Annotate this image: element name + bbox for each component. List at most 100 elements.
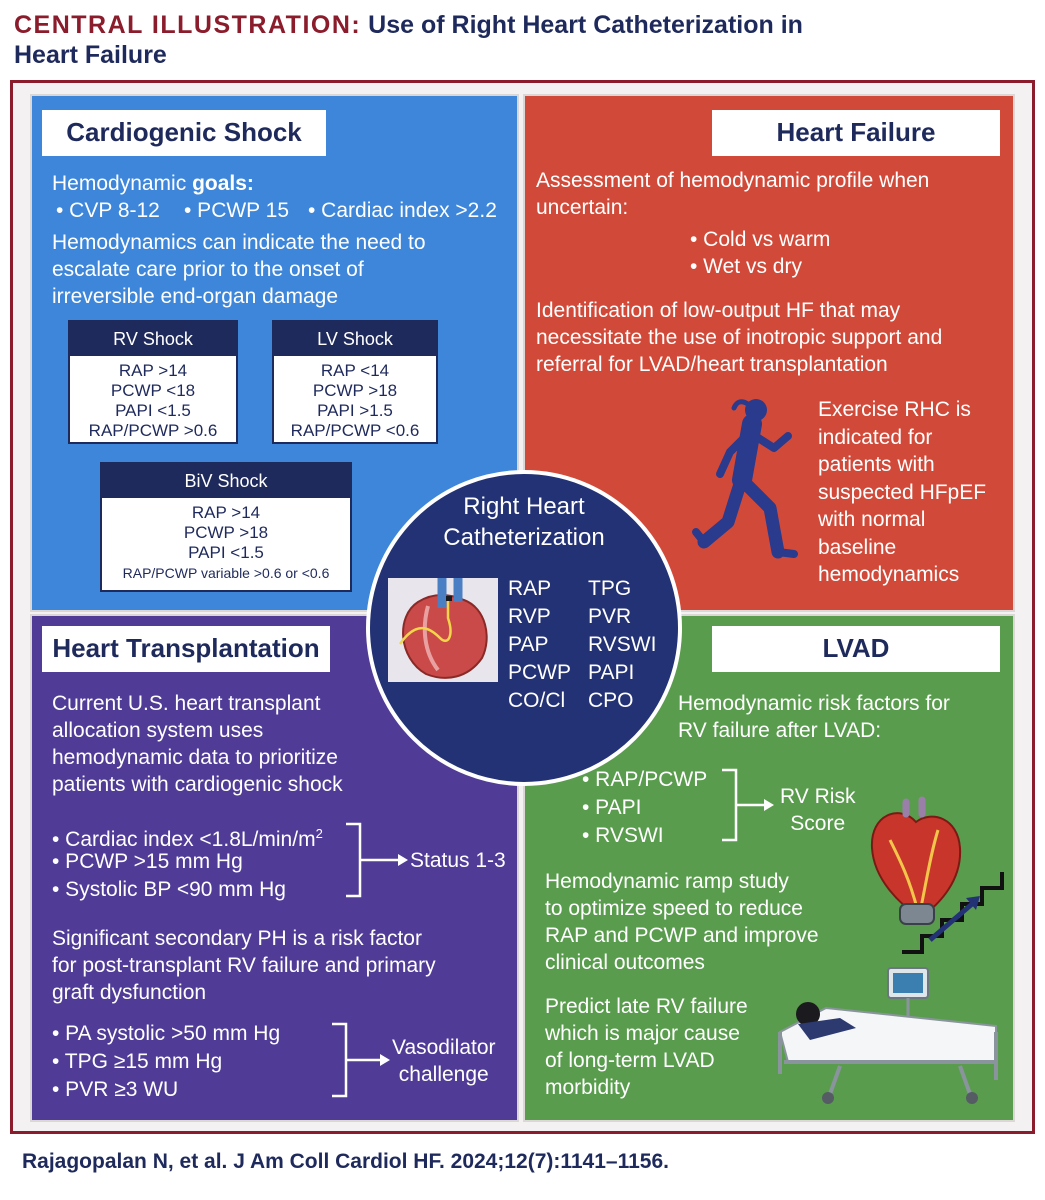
lvad-rv-risk-score: RV Risk Score bbox=[780, 783, 855, 837]
heart-catheter-icon bbox=[388, 578, 498, 682]
shock-title: Cardiogenic Shock bbox=[42, 110, 326, 156]
tx-vaso-label-line: challenge bbox=[398, 1063, 489, 1086]
center-metric: RVP bbox=[508, 605, 551, 628]
biv-shock-row: RAP >14 bbox=[191, 503, 261, 522]
biv-shock-table: BiV Shock RAP >14 PCWP >18 PAPI <1.5 RAP… bbox=[100, 462, 352, 592]
tx-criteria-systolic-bp: • Systolic BP <90 mm Hg bbox=[52, 878, 286, 901]
lvad-predict-line: morbidity bbox=[545, 1076, 631, 1099]
rv-shock-row: RAP/PCWP >0.6 bbox=[88, 421, 218, 440]
tx-ci-sup: 2 bbox=[315, 826, 323, 841]
rv-shock-table: RV Shock RAP >14 PCWP <18 PAPI <1.5 RAP/… bbox=[68, 320, 238, 444]
rv-risk-bracket-arrow bbox=[722, 768, 774, 842]
center-metric: RVSWI bbox=[588, 633, 657, 656]
center-metric: RAP bbox=[508, 577, 552, 600]
lvad-ramp-line: clinical outcomes bbox=[545, 951, 705, 974]
lv-shock-row: PAPI >1.5 bbox=[317, 401, 393, 420]
hf-exercise-text: Exercise RHC is indicated for patients w… bbox=[818, 396, 986, 589]
lv-shock-row: PCWP >18 bbox=[312, 381, 398, 400]
center-title-line: Right Heart bbox=[463, 493, 585, 520]
header-title-line2: Heart Failure bbox=[14, 41, 167, 69]
center-metric: TPG bbox=[588, 577, 632, 600]
tx-criteria-pcwp: • PCWP >15 mm Hg bbox=[52, 850, 243, 873]
lv-shock-row: RAP/PCWP <0.6 bbox=[290, 421, 420, 440]
status-bracket-arrow bbox=[346, 822, 408, 898]
header-line1: CENTRAL ILLUSTRATION: Use of Right Heart… bbox=[14, 10, 1031, 40]
lvad-predict-line: which is major cause bbox=[545, 1022, 740, 1045]
hf-profile-wet-dry: • Wet vs dry bbox=[690, 255, 802, 278]
center-title-line: Catheterization bbox=[443, 524, 605, 551]
shock-escalate-line: escalate care prior to the onset of bbox=[52, 258, 364, 281]
lvad-title: LVAD bbox=[712, 626, 1000, 672]
center-metric: PAP bbox=[508, 633, 549, 656]
lvad-factor: • RVSWI bbox=[582, 824, 664, 847]
tx-ph-line: graft dysfunction bbox=[52, 981, 207, 1004]
tx-vaso-criteria: • PA systolic >50 mm Hg bbox=[52, 1022, 281, 1045]
hf-exercise-line: suspected HFpEF bbox=[818, 480, 987, 504]
hf-profile-cold-warm: • Cold vs warm bbox=[690, 228, 831, 251]
lvad-heart-icon bbox=[870, 796, 962, 925]
tx-ci-text: • Cardiac index <1.8L/min/m bbox=[52, 828, 316, 851]
lvad-score-line: Score bbox=[790, 812, 846, 835]
citation: Rajagopalan N, et al. J Am Coll Cardiol … bbox=[22, 1150, 669, 1173]
rv-shock-title: RV Shock bbox=[70, 322, 236, 356]
lvad-factor: • RAP/PCWP bbox=[582, 768, 708, 791]
header-label: CENTRAL ILLUSTRATION: bbox=[14, 11, 362, 39]
shock-goal-ci: • Cardiac index >2.2 bbox=[308, 199, 497, 222]
tx-intro-line: hemodynamic data to prioritize bbox=[52, 746, 338, 769]
lv-shock-row: RAP <14 bbox=[320, 361, 390, 380]
center-title: Right Heart Catheterization bbox=[366, 491, 682, 553]
lvad-ramp-line: Hemodynamic ramp study bbox=[545, 870, 789, 893]
lvad-risk-line: RV failure after LVAD: bbox=[678, 719, 882, 742]
lv-shock-table: LV Shock RAP <14 PCWP >18 PAPI >1.5 RAP/… bbox=[272, 320, 438, 444]
hf-exercise-line: hemodynamics bbox=[818, 563, 960, 586]
center-metric: PVR bbox=[588, 605, 632, 628]
heart-failure-title: Heart Failure bbox=[712, 110, 1000, 156]
hospital-bed-icon bbox=[778, 967, 998, 1104]
tx-status-label: Status 1-3 bbox=[410, 849, 506, 872]
hf-lowoutput-line: necessitate the use of inotropic support… bbox=[536, 326, 943, 349]
hf-exercise-line: baseline bbox=[818, 535, 897, 559]
tx-ph-line: Significant secondary PH is a risk facto… bbox=[52, 927, 422, 950]
lvad-score-line: RV Risk bbox=[780, 785, 856, 808]
hf-lowoutput-line: Identification of low-output HF that may bbox=[536, 299, 901, 322]
hf-assess-line: uncertain: bbox=[536, 196, 629, 219]
hf-exercise-line: with normal bbox=[818, 508, 926, 531]
tx-ph-line: for post-transplant RV failure and prima… bbox=[52, 954, 436, 977]
biv-shock-row: PCWP >18 bbox=[183, 523, 269, 542]
lvad-factor: • PAPI bbox=[582, 796, 642, 819]
center-metric: PAPI bbox=[588, 661, 635, 684]
rv-shock-row: PAPI <1.5 bbox=[115, 401, 191, 420]
shock-goal-cvp: • CVP 8-12 bbox=[56, 199, 160, 222]
header-title-line1: Use of Right Heart Catheterization in bbox=[368, 11, 803, 39]
lvad-ramp-line: to optimize speed to reduce bbox=[545, 897, 803, 920]
lvad-ramp-line: RAP and PCWP and improve bbox=[545, 924, 819, 947]
tx-intro-line: patients with cardiogenic shock bbox=[52, 773, 343, 796]
vasodilator-bracket-arrow bbox=[332, 1022, 390, 1098]
tx-vaso-label: Vasodilator challenge bbox=[392, 1034, 496, 1088]
center-metric: CPO bbox=[588, 689, 634, 712]
shock-escalate-line: irreversible end-organ damage bbox=[52, 285, 338, 308]
rv-shock-row: PCWP <18 bbox=[110, 381, 196, 400]
shock-escalate-line: Hemodynamics can indicate the need to bbox=[52, 231, 426, 254]
stairs-arrow-icon bbox=[902, 872, 1004, 954]
lvad-predict-line: of long-term LVAD bbox=[545, 1049, 715, 1072]
biv-shock-row: RAP/PCWP variable >0.6 or <0.6 bbox=[122, 565, 330, 581]
rv-shock-row: RAP >14 bbox=[118, 361, 188, 380]
shock-goals-heading: Hemodynamic goals: bbox=[52, 170, 254, 197]
center-metric: CO/Cl bbox=[508, 689, 566, 712]
biv-shock-row: PAPI <1.5 bbox=[188, 543, 264, 562]
tx-vaso-criteria: • PVR ≥3 WU bbox=[52, 1078, 179, 1101]
biv-shock-title: BiV Shock bbox=[102, 464, 350, 498]
lvad-risk-line: Hemodynamic risk factors for bbox=[678, 692, 950, 715]
lvad-predict-line: Predict late RV failure bbox=[545, 995, 748, 1018]
center-metric: PCWP bbox=[508, 661, 571, 684]
shock-goal-pcwp: • PCWP 15 bbox=[184, 199, 289, 222]
header: CENTRAL ILLUSTRATION: Use of Right Heart… bbox=[0, 0, 1045, 80]
biv-shock-rows: RAP >14 PCWP >18 PAPI <1.5 RAP/PCWP vari… bbox=[102, 498, 350, 583]
lv-shock-rows: RAP <14 PCWP >18 PAPI >1.5 RAP/PCWP <0.6 bbox=[274, 356, 436, 441]
tx-criteria-cardiac-index: • Cardiac index <1.8L/min/m2 bbox=[52, 820, 323, 853]
center-metrics-left: RAP RVP PAP PCWP CO/Cl bbox=[508, 575, 571, 715]
hf-assess-line: Assessment of hemodynamic profile when bbox=[536, 169, 930, 192]
transplant-title: Heart Transplantation bbox=[42, 626, 330, 672]
hf-exercise-line: patients with bbox=[818, 453, 935, 476]
